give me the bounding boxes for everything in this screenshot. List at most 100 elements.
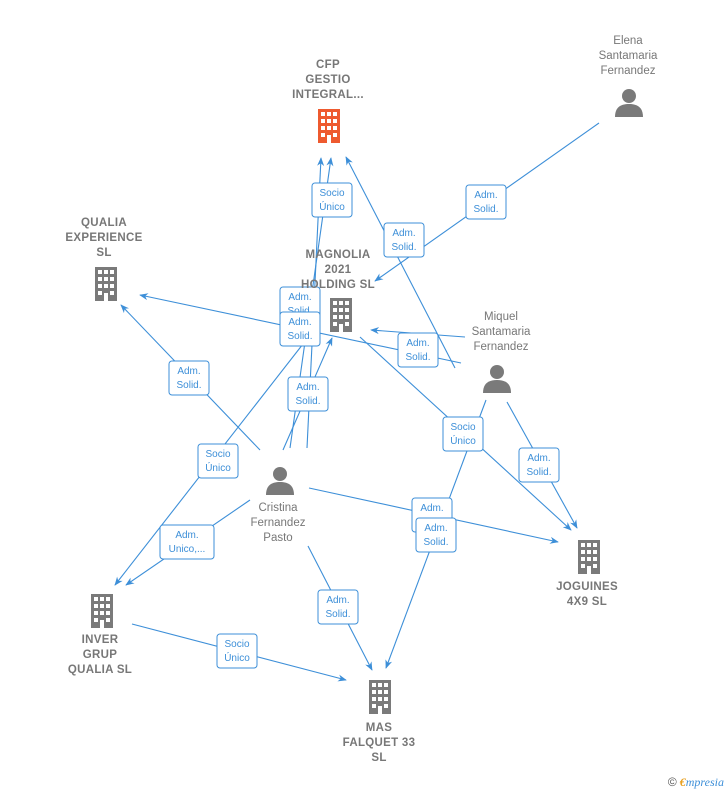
node-label[interactable]: Fernandez xyxy=(251,517,306,529)
nodes: CFPGESTIOINTEGRAL...ElenaSantamariaFerna… xyxy=(65,35,658,764)
edge-label-box[interactable] xyxy=(383,222,425,258)
edge-label-e2[interactable]: Adm.Solid. xyxy=(465,184,507,220)
node-cfp[interactable]: CFP GESTIO INTEGRAL... xyxy=(292,59,364,143)
node-label[interactable]: Santamaria xyxy=(599,50,658,62)
node-label[interactable]: Miquel xyxy=(484,311,518,323)
node-label[interactable]: JOGUINES xyxy=(556,581,618,593)
person-icon[interactable] xyxy=(483,365,511,393)
node-label[interactable]: INVER xyxy=(82,634,119,646)
building-icon[interactable] xyxy=(318,109,340,143)
node-label[interactable]: QUALIA xyxy=(81,217,127,229)
node-label[interactable]: EXPERIENCE xyxy=(65,232,142,244)
node-joguines[interactable]: JOGUINES 4X9 SL xyxy=(556,540,618,608)
edge-label-box[interactable] xyxy=(159,524,215,560)
edge-label-text: Socio xyxy=(319,188,344,199)
person-icon[interactable] xyxy=(266,467,294,495)
edge-label-box[interactable] xyxy=(415,517,457,553)
edge-arrow xyxy=(345,156,456,369)
edge-label-box[interactable] xyxy=(287,376,329,412)
node-label[interactable]: HOLDING SL xyxy=(301,279,375,291)
node-label[interactable]: FALQUET 33 xyxy=(343,737,416,749)
edge-label-e8[interactable]: Adm.Solid. xyxy=(287,376,329,412)
node-label[interactable]: Pasto xyxy=(263,532,292,544)
edge-label-text: Único xyxy=(205,461,231,474)
edge-label-text: Unico,... xyxy=(169,544,206,555)
edge-label-text: Solid. xyxy=(287,331,312,342)
node-label[interactable]: Fernandez xyxy=(474,341,529,353)
building-icon[interactable] xyxy=(369,680,391,714)
edge-label-e3[interactable]: Adm.Solid. xyxy=(383,222,425,258)
node-label[interactable]: SL xyxy=(96,247,111,259)
edge-label-box[interactable] xyxy=(317,589,359,625)
edge-label-text: Único xyxy=(319,200,345,213)
brand-logo-text[interactable]: mpresia xyxy=(685,775,724,789)
edge-label-text: Adm. xyxy=(420,503,443,514)
edge-label-text: Solid. xyxy=(325,609,350,620)
edge-label-text: Solid. xyxy=(423,537,448,548)
copyright-symbol: © xyxy=(667,775,677,789)
edge-label-box[interactable] xyxy=(279,311,321,347)
node-label[interactable]: GRUP xyxy=(83,649,117,661)
node-inver[interactable]: INVER GRUP QUALIA SL xyxy=(68,594,132,676)
edge-label-text: Adm. xyxy=(326,595,349,606)
edge-label-box[interactable] xyxy=(442,416,484,452)
node-label[interactable]: Cristina xyxy=(259,502,299,514)
edge-label-box[interactable] xyxy=(397,332,439,368)
edge-label-text: Adm. xyxy=(392,228,415,239)
edge-label-text: Adm. xyxy=(474,190,497,201)
node-label[interactable]: MAGNOLIA xyxy=(305,249,370,261)
edge-label-e7[interactable]: Adm.Solid. xyxy=(168,360,210,396)
edge-label-text: Adm. xyxy=(296,382,319,393)
node-label[interactable]: 4X9 SL xyxy=(567,596,607,608)
edge-label-box[interactable] xyxy=(465,184,507,220)
node-qualia[interactable]: QUALIA EXPERIENCE SL xyxy=(65,217,142,301)
edge-label-e5[interactable]: Adm.Solid. xyxy=(279,311,321,347)
footer: ©€mpresia xyxy=(668,775,724,790)
edge-label-e15[interactable]: Adm. Solid. xyxy=(317,589,359,625)
edge-label-box[interactable] xyxy=(197,443,239,479)
edge-label-box[interactable] xyxy=(168,360,210,396)
edge-label-text: Socio xyxy=(205,449,230,460)
edge-label-box[interactable] xyxy=(216,633,258,669)
node-label[interactable]: Santamaria xyxy=(472,326,531,338)
edge-label-e11[interactable]: Adm.Solid. xyxy=(518,447,560,483)
person-icon[interactable] xyxy=(615,89,643,117)
edge-label-text: Adm. xyxy=(175,530,198,541)
building-icon[interactable] xyxy=(95,267,117,301)
edge-label-e6[interactable]: Adm. Solid. xyxy=(397,332,439,368)
node-label[interactable]: INTEGRAL... xyxy=(292,89,364,101)
edge-label-text: Adm. xyxy=(424,523,447,534)
edge-label-text: Solid. xyxy=(405,352,430,363)
edge-label-text: Único xyxy=(450,434,476,447)
node-mas[interactable]: MAS FALQUET 33 SL xyxy=(343,680,416,764)
edge-label-text: Adm. xyxy=(527,453,550,464)
building-icon[interactable] xyxy=(330,298,352,332)
node-label[interactable]: 2021 xyxy=(325,264,352,276)
node-label[interactable]: SL xyxy=(371,752,386,764)
brand-logo-initial[interactable]: € xyxy=(679,775,686,789)
edge-label-e14[interactable]: Adm. Solid. xyxy=(415,517,457,553)
edge-label-box[interactable] xyxy=(311,182,353,218)
node-label[interactable]: GESTIO xyxy=(305,74,350,86)
edge-label-box[interactable] xyxy=(518,447,560,483)
edge-label-e12[interactable]: Adm. Unico,... xyxy=(159,524,215,560)
node-label[interactable]: CFP xyxy=(316,59,340,71)
node-label[interactable]: Fernandez xyxy=(601,65,656,77)
node-label[interactable]: Elena xyxy=(613,35,643,47)
edge-label-text: Adm. xyxy=(406,338,429,349)
building-icon[interactable] xyxy=(578,540,600,574)
edge-label-text: Solid. xyxy=(176,380,201,391)
node-label[interactable]: MAS xyxy=(366,722,392,734)
node-label[interactable]: QUALIA SL xyxy=(68,664,132,676)
building-icon[interactable] xyxy=(91,594,113,628)
edge-label-text: Socio xyxy=(224,639,249,650)
